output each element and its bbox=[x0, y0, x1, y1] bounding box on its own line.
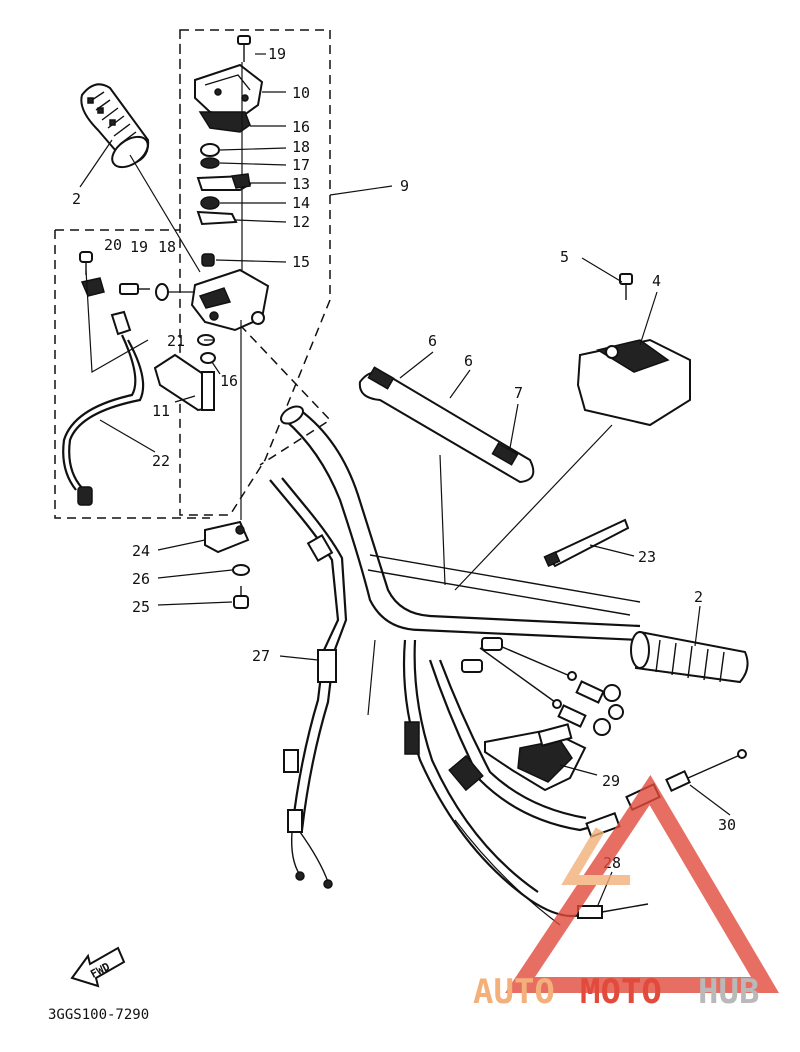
callout-labels: 19 10 16 18 17 13 14 12 15 9 2 20 19 19 … bbox=[72, 45, 736, 872]
callout-2-right: 2 bbox=[694, 588, 703, 606]
callout-14: 16 bbox=[292, 118, 310, 136]
automotohub-logo bbox=[505, 774, 780, 993]
screw-19-top bbox=[237, 35, 251, 62]
callout-7: 9 bbox=[400, 177, 409, 195]
throttle-assembly-box bbox=[179, 29, 331, 516]
lever-guide-box bbox=[239, 324, 332, 466]
throttle-housing bbox=[190, 268, 270, 332]
callout-29: 29 bbox=[602, 772, 620, 790]
lever-9 bbox=[153, 353, 215, 412]
switch-assembly-box bbox=[54, 229, 210, 519]
watermark-text: AUTO MOTO HUB bbox=[473, 972, 759, 1012]
plate-11 bbox=[196, 173, 252, 191]
callout-19-left: 19 bbox=[130, 238, 148, 256]
washer-17 bbox=[200, 143, 220, 157]
clip-switch bbox=[80, 277, 132, 336]
washer-18 bbox=[155, 283, 169, 301]
callout-3: 4 bbox=[652, 272, 661, 290]
callout-12: 14 bbox=[292, 194, 310, 212]
spring-13 bbox=[201, 253, 215, 267]
callout-11: 13 bbox=[292, 175, 310, 193]
callout-5: 6 bbox=[464, 352, 473, 370]
bolt-4 bbox=[619, 273, 633, 300]
callout-9: 11 bbox=[152, 402, 170, 420]
callout-6-top: 6 bbox=[428, 332, 437, 350]
callout-24: 24 bbox=[132, 542, 150, 560]
callout-20: 20 bbox=[104, 236, 122, 254]
washer-16 bbox=[200, 352, 216, 364]
washer-15 bbox=[200, 157, 220, 169]
clamp-24 bbox=[204, 520, 250, 554]
screw-19-left bbox=[119, 283, 150, 295]
throttle-cover bbox=[194, 63, 264, 120]
callout-16-label: 16 bbox=[220, 372, 238, 390]
washer-26 bbox=[232, 564, 250, 576]
screw-25 bbox=[233, 586, 249, 609]
fwd-arrow-icon: FWD bbox=[70, 946, 126, 988]
plate-10 bbox=[196, 210, 238, 226]
cover-gasket bbox=[198, 111, 251, 133]
washer-12 bbox=[200, 196, 220, 210]
callout-10: 12 bbox=[292, 213, 310, 231]
callout-23: 23 bbox=[638, 548, 656, 566]
switch-29 bbox=[484, 723, 587, 792]
callout-25: 25 bbox=[132, 598, 150, 616]
adjusters bbox=[557, 680, 624, 736]
handlebar bbox=[280, 405, 641, 642]
part-number: 3GGS100-7290 bbox=[48, 1007, 149, 1023]
holder-3 bbox=[576, 338, 691, 427]
callout-15: 17 bbox=[292, 156, 310, 174]
right-grip bbox=[630, 630, 749, 684]
switch-lead-22 bbox=[62, 334, 145, 506]
callout-19-top: 19 bbox=[268, 45, 286, 63]
tube-5 bbox=[358, 366, 535, 484]
callout-21: 21 bbox=[167, 332, 185, 350]
callout-22: 22 bbox=[152, 452, 170, 470]
callout-13: 15 bbox=[292, 253, 310, 271]
callout-26: 26 bbox=[132, 570, 150, 588]
left-grip bbox=[80, 83, 150, 169]
leader-lines bbox=[79, 53, 731, 906]
watermark-moto: MOTO bbox=[580, 972, 662, 1012]
callout-17: 18 bbox=[292, 138, 310, 156]
throttle-cable-27 bbox=[269, 477, 348, 889]
callout-18-label: 18 bbox=[158, 238, 176, 256]
watermark-auto: AUTO bbox=[473, 972, 555, 1012]
callout-30: 30 bbox=[718, 816, 736, 834]
screw-20 bbox=[79, 251, 93, 275]
cable-tie-23 bbox=[543, 518, 630, 568]
watermark-hub: HUB bbox=[698, 972, 759, 1012]
callout-6-bottom: 7 bbox=[514, 384, 523, 402]
callout-27: 27 bbox=[252, 647, 270, 665]
callout-8: 10 bbox=[292, 84, 310, 102]
callout-4: 5 bbox=[560, 248, 569, 266]
callout-2-left: 2 bbox=[72, 190, 81, 208]
